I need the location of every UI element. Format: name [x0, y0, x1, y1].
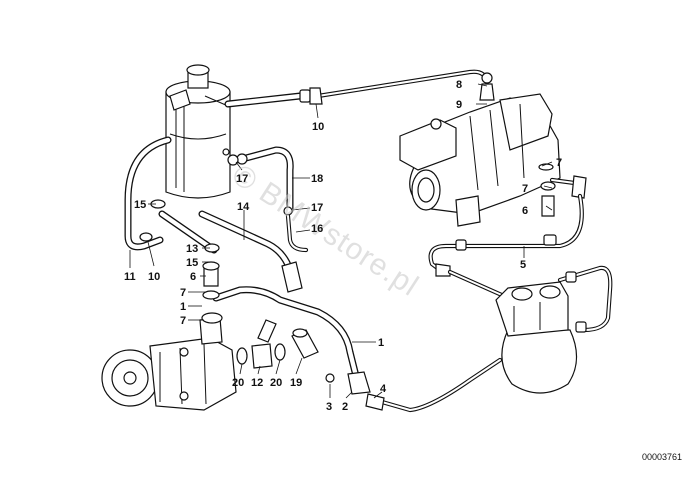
callout-12: 12 — [251, 377, 263, 389]
callout-labels: 8 9 10 7 7 6 17 18 17 16 14 5 15 13 15 6… — [124, 79, 562, 413]
callout-16: 16 — [311, 223, 323, 235]
watermark-text: © BMWstore.pl — [226, 158, 424, 303]
callout-7: 7 — [180, 315, 186, 327]
line-to-valve — [447, 265, 613, 333]
callout-14: 14 — [237, 201, 250, 213]
callout-19: 19 — [290, 377, 302, 389]
callout-11: 11 — [124, 271, 136, 283]
callout-15: 15 — [186, 257, 198, 269]
callout-6: 6 — [190, 271, 196, 283]
callout-10: 10 — [312, 121, 324, 133]
diagram-reference-number: 00003761 — [642, 452, 682, 462]
hose-18 — [236, 146, 309, 253]
callout-18: 18 — [311, 173, 323, 185]
callout-7: 7 — [522, 183, 528, 195]
banjo-fitting-group — [236, 319, 319, 369]
callout-20: 20 — [270, 377, 282, 389]
callout-7: 7 — [556, 157, 562, 169]
return-line-4 — [365, 357, 503, 413]
callout-20: 20 — [232, 377, 244, 389]
callout-5: 5 — [520, 259, 526, 271]
callout-3: 3 — [326, 401, 332, 413]
suction-hose — [124, 136, 220, 254]
callout-17: 17 — [236, 173, 248, 185]
callout-4: 4 — [380, 383, 387, 395]
callout-13: 13 — [186, 243, 198, 255]
callout-6: 6 — [522, 205, 528, 217]
pressure-accumulator — [495, 281, 578, 394]
callout-8: 8 — [456, 79, 462, 91]
power-steering-pump — [101, 261, 237, 411]
callout-1: 1 — [378, 337, 384, 349]
callout-15: 15 — [134, 199, 146, 211]
callout-2: 2 — [342, 401, 348, 413]
callout-9: 9 — [456, 99, 462, 111]
callout-1: 1 — [180, 301, 186, 313]
callout-10: 10 — [148, 271, 160, 283]
callout-17: 17 — [311, 202, 323, 214]
reservoir-vent-hose — [224, 87, 323, 108]
hose-14 — [198, 210, 303, 293]
pressure-hose-1 — [212, 286, 371, 395]
leader-lines — [129, 83, 553, 399]
fluid-reservoir — [165, 64, 231, 199]
callout-7: 7 — [180, 287, 186, 299]
pressure-line-5 — [428, 193, 584, 277]
steering-gear-box — [399, 72, 561, 227]
right-fittings — [538, 163, 587, 217]
fittings-17 — [222, 148, 239, 166]
